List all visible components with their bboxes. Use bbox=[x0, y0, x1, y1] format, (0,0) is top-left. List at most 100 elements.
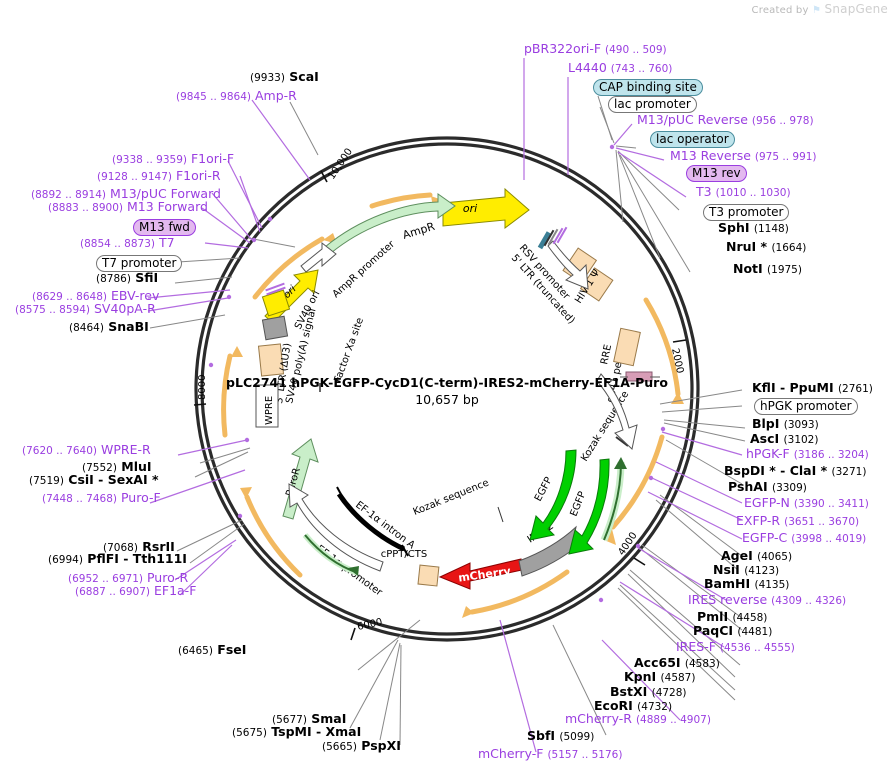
label-pspxi[interactable]: (5665) PspXI bbox=[322, 739, 401, 753]
label-pos: (3309) bbox=[771, 482, 807, 494]
label-pos: (4481) bbox=[737, 626, 773, 638]
label-name: NruI * bbox=[726, 239, 768, 254]
label-name: EXFP-R bbox=[736, 513, 781, 528]
label-puro-r[interactable]: (6952 .. 6971) Puro-R bbox=[68, 571, 188, 585]
label-snabi[interactable]: (8464) SnaBI bbox=[69, 320, 149, 334]
label-agei[interactable]: AgeI (4065) bbox=[721, 549, 792, 563]
svg-text:Kozak sequence: Kozak sequence bbox=[412, 477, 491, 517]
label-mcherry-f[interactable]: mCherry-F (5157 .. 5176) bbox=[478, 747, 622, 761]
label-name: M13 Reverse bbox=[670, 148, 751, 163]
label-pos: (743 .. 760) bbox=[610, 63, 673, 75]
label-name: IRES-F bbox=[676, 639, 716, 654]
label-wpre-r[interactable]: (7620 .. 7640) WPRE-R bbox=[22, 442, 151, 457]
label-pflfi-tth111i[interactable]: (6994) PflFI - Tth111I bbox=[48, 552, 187, 566]
label-bspdi-clai[interactable]: BspDI * - ClaI * (3271) bbox=[724, 464, 866, 478]
label-egfp-n[interactable]: EGFP-N (3390 .. 3411) bbox=[744, 496, 869, 510]
label-pos: (4889 .. 4907) bbox=[635, 714, 711, 726]
label-name: RsrII bbox=[142, 539, 175, 554]
label-name: F1ori-R bbox=[175, 168, 221, 183]
boxed-label-m13-rev[interactable]: M13 rev bbox=[686, 165, 747, 182]
label-hpgk-f[interactable]: hPGK-F (3186 .. 3204) bbox=[746, 447, 869, 461]
label-pos: (8575 .. 8594) bbox=[15, 304, 90, 316]
boxed-label-cap-binding-site[interactable]: CAP binding site bbox=[593, 79, 703, 96]
label-pos: (4583) bbox=[684, 658, 720, 670]
label-ecori[interactable]: EcoRI (4732) bbox=[594, 698, 672, 713]
label-acc65i[interactable]: Acc65I (4583) bbox=[634, 656, 720, 670]
label-puro-f[interactable]: (7448 .. 7468) Puro-F bbox=[42, 491, 161, 505]
boxed-label-m13-fwd[interactable]: M13 fwd bbox=[133, 219, 196, 236]
label-exfp-r[interactable]: EXFP-R (3651 .. 3670) bbox=[736, 513, 859, 528]
label-pos: (3102) bbox=[783, 434, 819, 446]
label-pos: (6952 .. 6971) bbox=[68, 573, 143, 585]
label-egfp-c[interactable]: EGFP-C (3998 .. 4019) bbox=[742, 531, 866, 545]
label-ef1a-f[interactable]: (6887 .. 6907) EF1a-F bbox=[75, 584, 196, 598]
label-name: BstXI bbox=[610, 684, 648, 699]
label-name: WPRE-R bbox=[100, 442, 151, 457]
label-name: EcoRI bbox=[594, 698, 633, 713]
label-tspmi-xmai[interactable]: (5675) TspMI - XmaI bbox=[232, 725, 361, 739]
label-pos: (7068) bbox=[103, 542, 138, 554]
label-rsrii[interactable]: (7068) RsrII bbox=[103, 539, 175, 554]
label-ires-f[interactable]: IRES-F (4536 .. 4555) bbox=[676, 639, 795, 654]
label-t3-primer[interactable]: T3 (1010 .. 1030) bbox=[696, 185, 791, 199]
label-kpni[interactable]: KpnI (4587) bbox=[624, 670, 695, 684]
label-csii-sexai[interactable]: (7519) CsiI - SexAI * bbox=[29, 473, 158, 487]
label-name: SfiI bbox=[135, 270, 159, 285]
boxed-label-lac-promoter[interactable]: lac promoter bbox=[608, 96, 697, 113]
label-name: Amp-R bbox=[254, 88, 297, 103]
svg-text:cPPT/CTS: cPPT/CTS bbox=[381, 549, 427, 560]
label-sv40pa-r[interactable]: (8575 .. 8594) SV40pA-R bbox=[15, 302, 156, 316]
label-m13-forward[interactable]: (8883 .. 8900) M13 Forward bbox=[48, 200, 208, 214]
feature-cppt-cts: cPPT/CTS bbox=[381, 549, 440, 587]
svg-text:AmpR promoter: AmpR promoter bbox=[331, 238, 398, 300]
label-sbfi[interactable]: SbfI (5099) bbox=[527, 729, 594, 743]
label-name: IRES reverse bbox=[688, 592, 768, 607]
label-ebv-rev[interactable]: (8629 .. 8648) EBV-rev bbox=[32, 289, 159, 303]
boxed-label-hpgk-promoter[interactable]: hPGK promoter bbox=[754, 398, 858, 415]
label-asci[interactable]: AscI (3102) bbox=[750, 432, 819, 446]
label-f1ori-f[interactable]: (9338 .. 9359) F1ori-F bbox=[112, 152, 234, 166]
label-name: T7 bbox=[158, 235, 175, 250]
label-ires-reverse[interactable]: IRES reverse (4309 .. 4326) bbox=[688, 592, 846, 607]
boxed-label-lac-operator[interactable]: lac operator bbox=[650, 131, 735, 148]
label-m13-reverse[interactable]: M13 Reverse (975 .. 991) bbox=[670, 148, 817, 163]
label-name: ScaI bbox=[289, 69, 319, 84]
ruler-ticks bbox=[193, 170, 687, 641]
label-sfii[interactable]: (8786) SfiI bbox=[96, 270, 159, 285]
label-sphi[interactable]: SphI (1148) bbox=[718, 220, 789, 235]
boxed-label-t3-promoter[interactable]: T3 promoter bbox=[703, 204, 790, 221]
label-pos: (5665) bbox=[322, 741, 357, 753]
watermark-prefix: Created by bbox=[751, 5, 809, 16]
label-name: SphI bbox=[718, 220, 750, 235]
label-scai[interactable]: (9933) ScaI bbox=[250, 69, 319, 84]
label-kfli-ppumi[interactable]: KflI - PpuMI (2761) bbox=[752, 380, 873, 395]
label-pshai[interactable]: PshAI (3309) bbox=[728, 480, 807, 494]
label-name: M13/pUC Forward bbox=[109, 186, 221, 201]
label-fsei[interactable]: (6465) FseI bbox=[178, 643, 246, 657]
label-blpi[interactable]: BlpI (3093) bbox=[752, 417, 819, 431]
label-mcherry-r[interactable]: mCherry-R (4889 .. 4907) bbox=[565, 712, 711, 726]
label-pos: (4123) bbox=[744, 565, 780, 577]
label-m13-puc-forward[interactable]: (8892 .. 8914) M13/pUC Forward bbox=[31, 186, 221, 201]
label-pos: (8786) bbox=[96, 273, 131, 285]
label-name: KflI - PpuMI bbox=[752, 380, 834, 395]
label-l4440[interactable]: L4440 (743 .. 760) bbox=[568, 61, 673, 75]
boxed-label-t7-promoter[interactable]: T7 promoter bbox=[96, 255, 183, 272]
svg-text:RRE: RRE bbox=[599, 344, 614, 366]
label-smai[interactable]: (5677) SmaI bbox=[272, 712, 346, 726]
label-noti[interactable]: NotI (1975) bbox=[733, 262, 802, 276]
label-bstxi[interactable]: BstXI (4728) bbox=[610, 684, 687, 699]
label-pos: (3093) bbox=[783, 419, 819, 431]
label-nsii[interactable]: NsiI (4123) bbox=[713, 563, 780, 577]
label-pbr322ori-f[interactable]: pBR322ori-F (490 .. 509) bbox=[524, 42, 667, 56]
label-paqci[interactable]: PaqCI (4481) bbox=[693, 624, 773, 638]
label-t7-primer[interactable]: (8854 .. 8873) T7 bbox=[80, 235, 175, 250]
label-pmli[interactable]: PmlI (4458) bbox=[697, 610, 767, 624]
label-amp-r[interactable]: (9845 .. 9864) Amp-R bbox=[176, 88, 297, 103]
label-nrui[interactable]: NruI * (1664) bbox=[726, 239, 806, 254]
label-f1ori-r[interactable]: (9128 .. 9147) F1ori-R bbox=[97, 168, 221, 183]
label-mlui[interactable]: (7552) MluI bbox=[82, 460, 152, 474]
label-m13-puc-reverse[interactable]: M13/pUC Reverse (956 .. 978) bbox=[637, 113, 814, 127]
label-bamhi[interactable]: BamHI (4135) bbox=[704, 577, 789, 591]
